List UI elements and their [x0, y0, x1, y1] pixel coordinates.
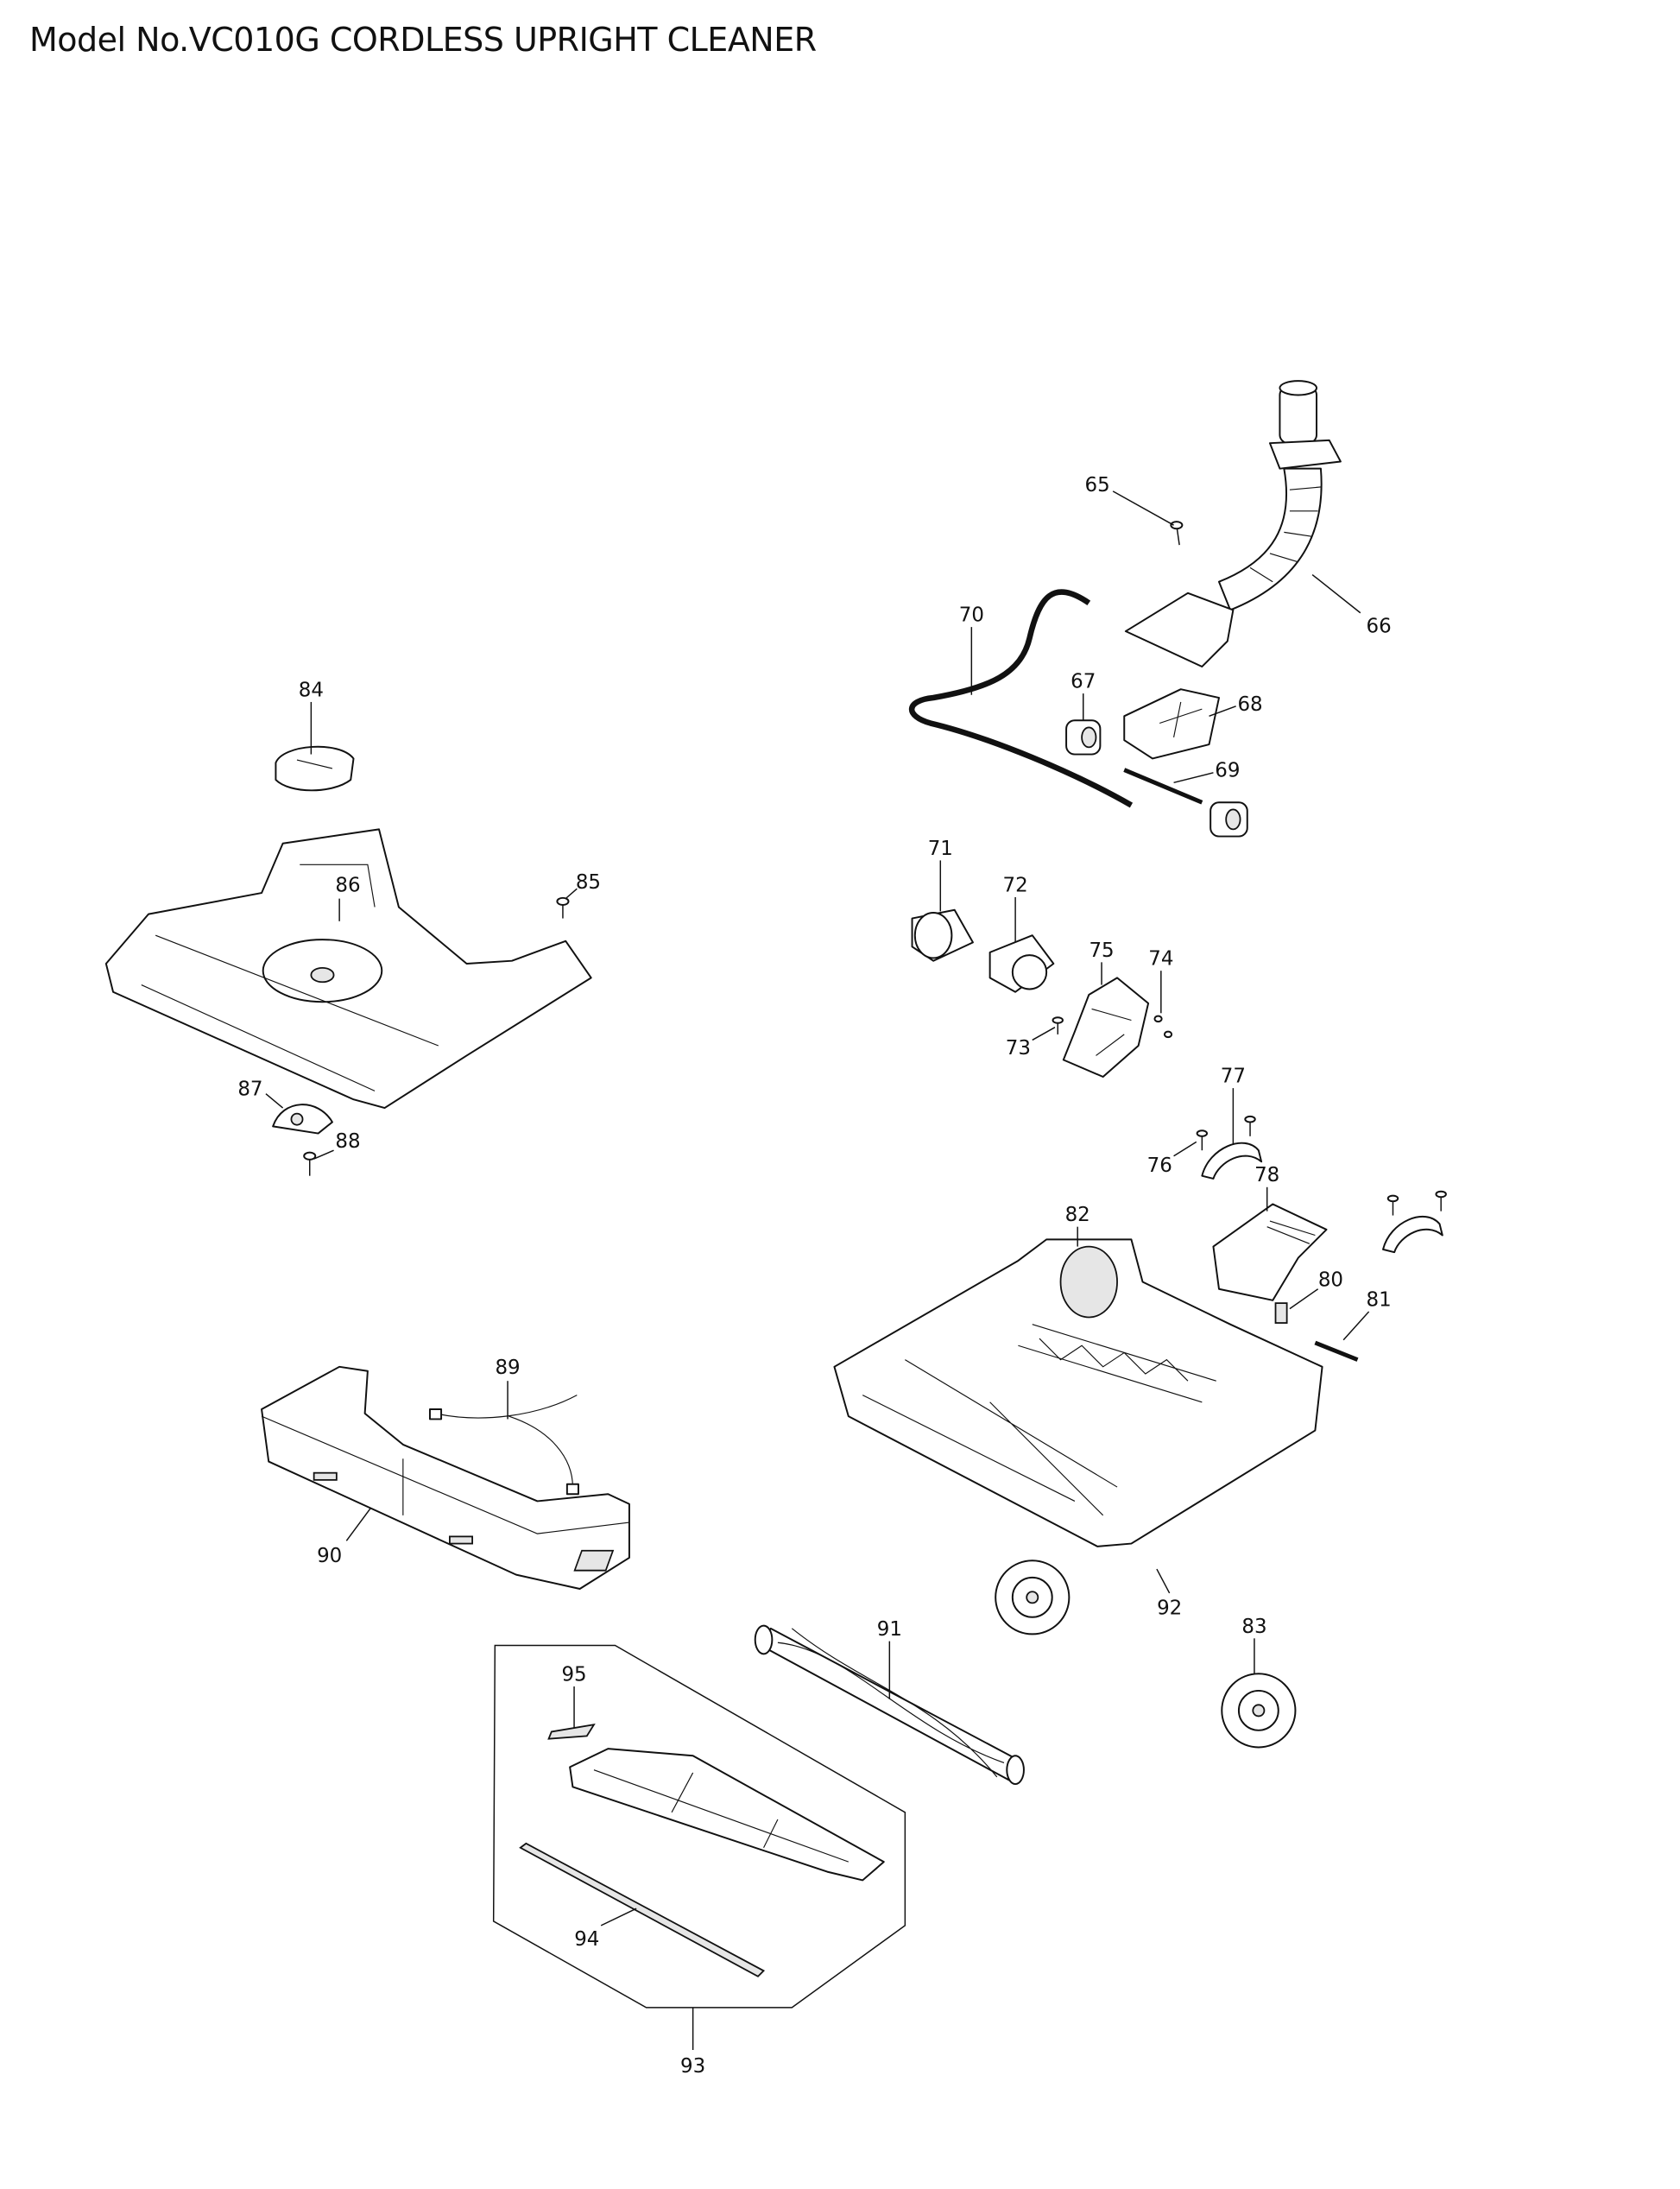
label-73: 73: [1006, 1037, 1031, 1060]
part-87-cover[interactable]: [272, 1104, 333, 1135]
label-70: 70: [959, 604, 984, 627]
label-65: 65: [1085, 474, 1110, 497]
part-77-clip[interactable]: [1196, 1115, 1263, 1180]
label-92: 92: [1157, 1597, 1182, 1619]
part-95-blade[interactable]: [547, 1724, 596, 1740]
part-94-strip[interactable]: [519, 1842, 766, 1977]
part-90-bumper[interactable]: [261, 1365, 630, 1590]
label-67: 67: [1071, 671, 1096, 693]
label-68: 68: [1237, 693, 1262, 716]
part-80-spring[interactable]: [1274, 1302, 1288, 1324]
label-72: 72: [1003, 874, 1028, 896]
part-78-pedal-cover[interactable]: [1212, 1203, 1328, 1301]
part-88-screw[interactable]: [303, 1151, 317, 1176]
part-89-wire[interactable]: [428, 1395, 579, 1496]
part-clip-2[interactable]: [1382, 1190, 1447, 1254]
part-68-holder[interactable]: [1123, 688, 1220, 760]
label-66: 66: [1367, 616, 1392, 638]
label-82: 82: [1065, 1204, 1090, 1226]
diagram-title: Model No.VC010G CORDLESS UPRIGHT CLEANER: [29, 21, 817, 59]
part-73-screw[interactable]: [1052, 1016, 1064, 1034]
part-93-brush-cover[interactable]: [569, 1748, 885, 1882]
label-85: 85: [576, 871, 601, 894]
part-67-roller-2[interactable]: [1209, 801, 1248, 838]
part-71-motor[interactable]: [911, 908, 974, 962]
part-82-base-housing[interactable]: [833, 1238, 1323, 1547]
label-78: 78: [1254, 1164, 1279, 1186]
part-72-gear-housing[interactable]: [988, 934, 1055, 993]
part-70-rod[interactable]: [908, 589, 1134, 808]
part-75-gearbox[interactable]: [1062, 977, 1150, 1079]
part-number-labels: 65 66 70 67 68 69 84 85 86 71 72 75 74 7…: [237, 474, 1391, 2078]
label-83: 83: [1241, 1616, 1266, 1638]
part-65-screw[interactable]: [1170, 521, 1184, 546]
label-77: 77: [1221, 1066, 1246, 1088]
label-69: 69: [1215, 760, 1240, 782]
label-89: 89: [495, 1357, 520, 1379]
part-67-roller[interactable]: [1065, 719, 1102, 756]
label-80: 80: [1318, 1268, 1343, 1291]
part-83-wheel-2[interactable]: [1221, 1673, 1297, 1749]
label-95: 95: [561, 1663, 586, 1686]
part-91-brush-roll[interactable]: [754, 1624, 1025, 1786]
part-81-pin[interactable]: [1314, 1340, 1359, 1362]
label-88: 88: [335, 1130, 360, 1153]
label-81: 81: [1367, 1288, 1392, 1311]
label-71: 71: [928, 838, 953, 860]
label-86: 86: [335, 874, 360, 896]
part-66-hose[interactable]: [1124, 380, 1342, 667]
part-93-assembly-outline: [492, 1644, 906, 2009]
label-90: 90: [317, 1545, 342, 1567]
part-84-knob[interactable]: [275, 745, 355, 792]
label-87: 87: [237, 1078, 262, 1100]
label-94: 94: [574, 1928, 599, 1951]
part-85-screw[interactable]: [556, 896, 570, 919]
label-93: 93: [680, 2055, 705, 2078]
label-91: 91: [877, 1618, 902, 1641]
part-69-pin[interactable]: [1123, 768, 1203, 805]
part-74-pins[interactable]: [1153, 1015, 1173, 1039]
label-75: 75: [1089, 939, 1114, 962]
label-84: 84: [299, 679, 324, 701]
part-92-pad[interactable]: [573, 1549, 615, 1572]
label-76: 76: [1147, 1155, 1172, 1177]
leader-lines: [265, 490, 1370, 2051]
part-86-plate[interactable]: [104, 828, 592, 1110]
label-74: 74: [1148, 948, 1173, 971]
part-83-wheel[interactable]: [995, 1560, 1071, 1635]
